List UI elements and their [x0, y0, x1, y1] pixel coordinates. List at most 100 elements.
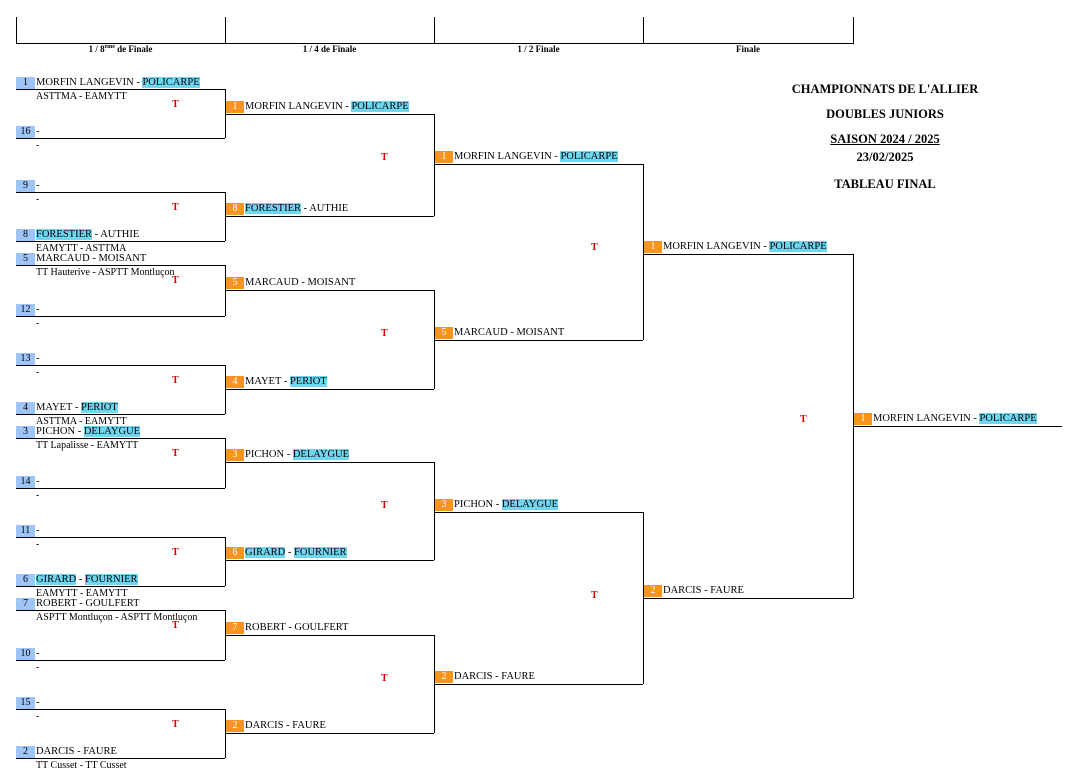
club-name: ASPTT Montluçon - ASPTT Montluçon [36, 612, 198, 623]
bracket-line [225, 733, 434, 734]
bracket-line [16, 138, 225, 139]
header-final: Finale [736, 44, 760, 54]
club-name: TT Cusset - TT Cusset [36, 760, 127, 771]
bracket-line [225, 216, 434, 217]
bracket-line [225, 537, 226, 586]
bracket-line [434, 512, 643, 513]
player-name: GOULFERT [294, 622, 349, 633]
player-name: DARCIS [36, 746, 75, 757]
player-name: PICHON [245, 449, 285, 460]
team-name: - [36, 353, 40, 365]
player-name: MOISANT [516, 327, 565, 338]
bracket-line [853, 426, 1062, 427]
player-name: DARCIS [663, 585, 702, 596]
table-title: TABLEAU FINAL [834, 177, 936, 191]
result-mark: T [591, 242, 598, 253]
name-separator: - [285, 622, 295, 633]
team-name: MARCAUD - MOISANT [454, 327, 564, 339]
header-baseline [16, 43, 853, 44]
player-name: MAYET [36, 402, 73, 413]
team-name: - [36, 304, 40, 316]
club-name: - [36, 711, 40, 722]
bracket-line [16, 586, 225, 587]
seed-badge: 16 [16, 126, 35, 138]
player-name: MARCAUD [454, 327, 508, 338]
name-separator: - [507, 327, 517, 338]
bracket-line [643, 164, 644, 340]
seed-badge: 1 [226, 101, 244, 113]
bracket-line [643, 598, 853, 599]
player-name: MOISANT [98, 253, 147, 264]
player-name: FORESTIER [245, 203, 302, 214]
seed-badge: 1 [644, 241, 662, 253]
club-name: TT Hauterive - ASPTT Montluçon [36, 267, 175, 278]
seed-badge: 3 [226, 449, 244, 461]
result-mark: T [172, 99, 179, 110]
header-sf: 1 / 2 Finale [517, 44, 560, 54]
player-name: - [36, 180, 40, 191]
name-separator: - [133, 77, 143, 88]
bracket-line [16, 89, 225, 90]
seed-badge: 15 [16, 697, 35, 709]
bracket-line [16, 438, 225, 439]
bracket-line [225, 290, 434, 291]
player-name: FOURNIER [85, 574, 138, 585]
name-separator: - [970, 413, 980, 424]
team-name: MORFIN LANGEVIN - POLICARPE [454, 151, 618, 163]
header-r16: 1 / 8ème de Finale [88, 44, 153, 54]
bracket-line [225, 635, 434, 636]
seed-badge: 1 [854, 413, 872, 425]
player-name: DELAYGUE [501, 499, 559, 510]
club-name: EAMYTT - ASTTMA [36, 243, 127, 254]
name-separator: - [493, 499, 502, 510]
name-separator: - [284, 449, 293, 460]
player-name: PICHON [36, 426, 76, 437]
season-title: SAISON 2024 / 2025 [830, 132, 940, 146]
result-mark: T [172, 375, 179, 386]
date-title: 23/02/2025 [856, 150, 914, 164]
team-name: GIRARD - FOURNIER [36, 574, 138, 586]
player-name: MARCAUD [245, 277, 299, 288]
result-mark: T [172, 547, 179, 558]
team-name: PICHON - DELAYGUE [36, 426, 141, 438]
result-mark: T [172, 202, 179, 213]
team-name: MORFIN LANGEVIN - POLICARPE [663, 241, 827, 253]
seed-badge: 1 [435, 151, 453, 163]
bracket-line [225, 462, 434, 463]
player-name: - [36, 476, 40, 487]
club-name: - [36, 367, 40, 378]
player-name: PICHON [454, 499, 494, 510]
team-name: MAYET - PERIOT [36, 402, 118, 414]
player-name: POLICARPE [979, 413, 1037, 424]
player-name: - [36, 304, 40, 315]
player-name: FOURNIER [294, 547, 347, 558]
club-name: - [36, 490, 40, 501]
result-mark: T [172, 275, 179, 286]
club-name: ASTTMA - EAMYTT [36, 91, 127, 102]
header-divider [225, 17, 226, 44]
player-name: PERIOT [80, 402, 118, 413]
player-name: POLICARPE [560, 151, 618, 162]
name-separator: - [75, 426, 84, 437]
seed-badge: 10 [16, 648, 35, 660]
team-name: - [36, 525, 40, 537]
team-name: ROBERT - GOULFERT [245, 622, 349, 634]
result-mark: T [172, 448, 179, 459]
seed-badge: 6 [226, 547, 244, 559]
player-name: DARCIS [245, 720, 284, 731]
player-name: POLICARPE [142, 77, 200, 88]
bracket-line [16, 365, 225, 366]
player-name: DELAYGUE [83, 426, 141, 437]
header-divider [853, 17, 854, 44]
seed-badge: 7 [16, 598, 35, 610]
seed-badge: 4 [226, 376, 244, 388]
team-name: ROBERT - GOULFERT [36, 598, 140, 610]
bracket-line [16, 660, 225, 661]
player-name: MORFIN LANGEVIN [245, 101, 343, 112]
seed-badge: 14 [16, 476, 35, 488]
championship-title: CHAMPIONNATS DE L'ALLIER [791, 82, 979, 96]
name-separator: - [92, 229, 101, 240]
bracket-line [16, 414, 225, 415]
header-divider [434, 17, 435, 44]
player-name: - [36, 353, 40, 364]
